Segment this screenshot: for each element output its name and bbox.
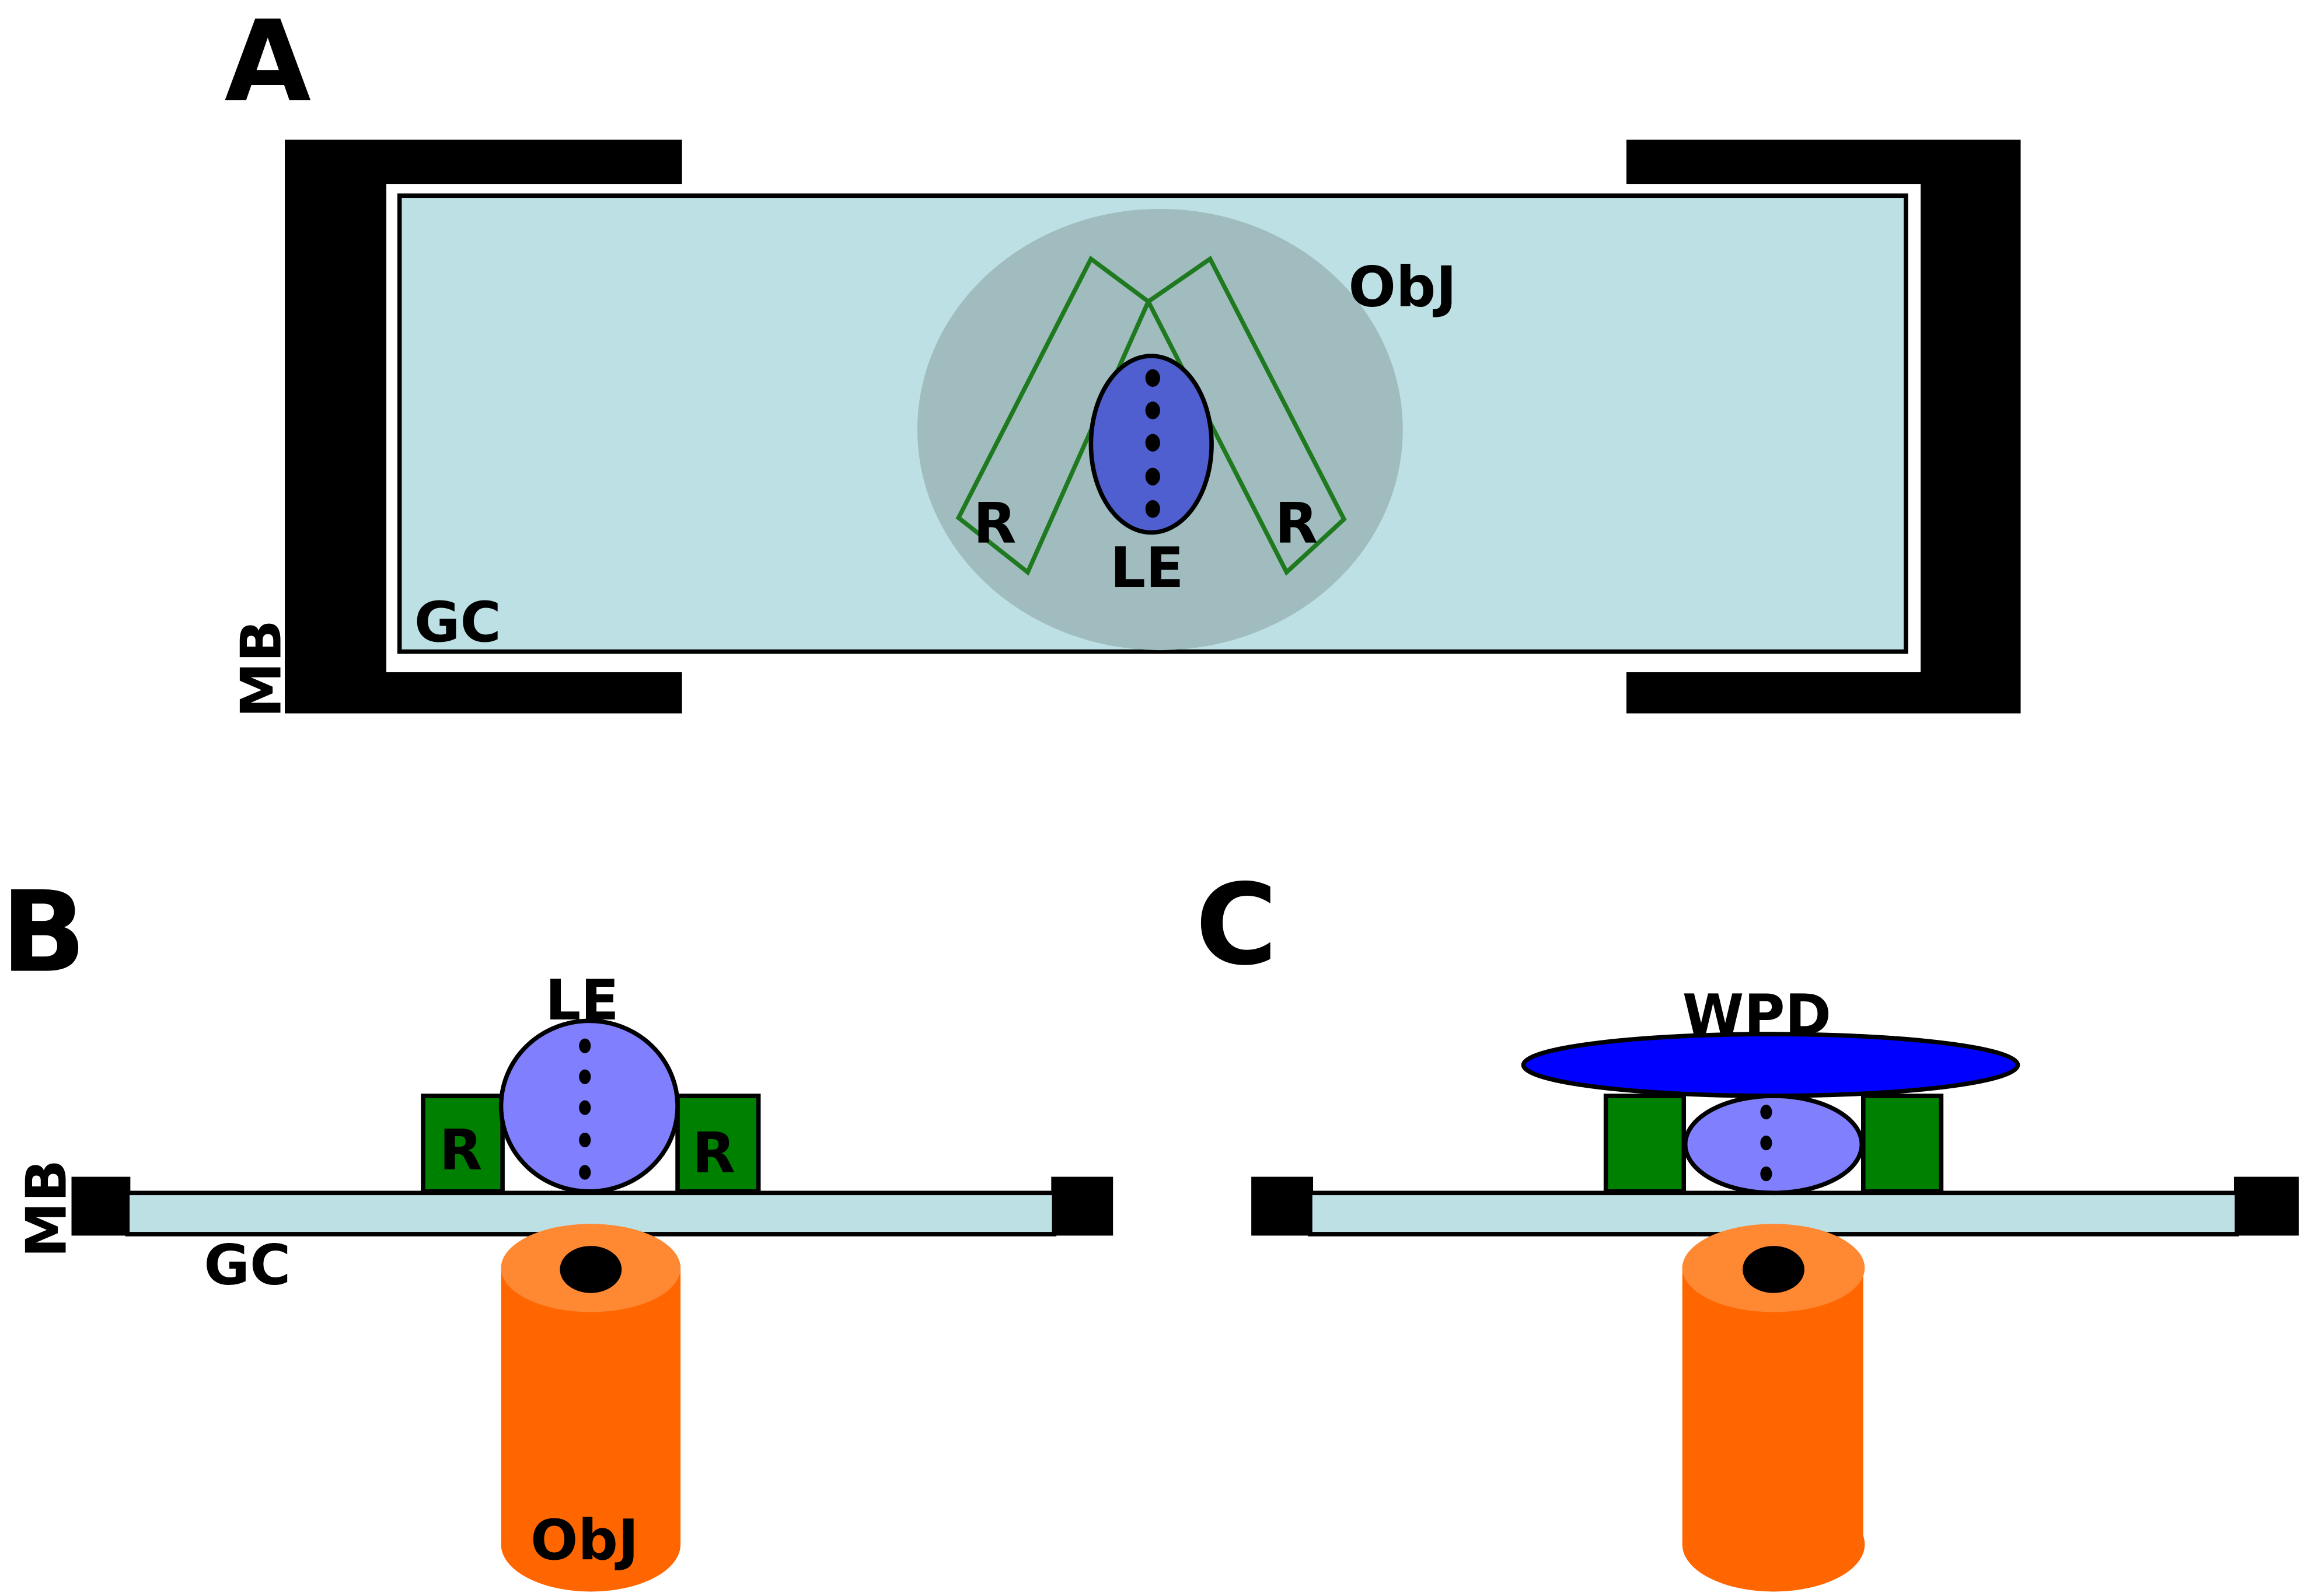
panel-b: B LE R R GC MB ObJ: [1, 868, 1113, 1592]
mount-bracket-left: [285, 139, 682, 714]
label-retractor-right-a: R: [1275, 491, 1318, 556]
mount-block-left-c: [1251, 1176, 1314, 1236]
lens-dots-c: [1760, 1105, 1772, 1182]
panel-letter-c: C: [1195, 860, 1277, 990]
window-plate-disc: [1521, 1032, 2020, 1098]
retractor-left-b: [421, 1094, 505, 1194]
objective-lens-hole-c: [1743, 1246, 1804, 1293]
panel-a: A ObJ R R LE GC MB: [225, 0, 2021, 718]
mount-block-right-c: [2234, 1176, 2299, 1236]
retractor-left-c: [1603, 1094, 1687, 1194]
retractor-right-c: [1860, 1094, 1944, 1194]
panel-letter-b: B: [1, 868, 86, 998]
label-disc-c: WPD: [1682, 982, 1831, 1047]
label-retractor-left-a: R: [973, 491, 1017, 556]
lens-side-c: [1682, 1094, 1865, 1196]
mount-block-right-b: [1051, 1176, 1113, 1236]
panel-c: C WPD: [1195, 860, 2299, 1592]
label-retractor-right-b: R: [692, 1120, 735, 1186]
label-retractor-left-b: R: [439, 1117, 483, 1183]
objective-cylinder-c: [1682, 1224, 1865, 1592]
objective-cylinder-b: [501, 1224, 681, 1592]
label-objective-b: ObJ: [530, 1507, 639, 1573]
mount-bracket-right: [1626, 139, 2021, 714]
lens-dots-b: [579, 1038, 591, 1180]
panel-letter-a: A: [225, 0, 311, 127]
label-coverslip-a: GC: [414, 589, 501, 655]
label-objective-a: ObJ: [1349, 254, 1457, 319]
retractor-right-b: [675, 1094, 761, 1194]
mount-block-left-b: [71, 1176, 131, 1236]
label-mount-b: MB: [13, 1160, 79, 1258]
label-mount-a: MB: [228, 620, 294, 718]
label-lens-a: LE: [1110, 535, 1184, 600]
label-coverslip-b: GC: [204, 1232, 291, 1298]
label-lens-b: LE: [545, 968, 619, 1033]
retractor-left: [955, 255, 1151, 576]
retractor-right: [1145, 256, 1347, 576]
objective-lens-hole-b: [560, 1246, 622, 1293]
lens-dots-top: [1145, 369, 1160, 518]
